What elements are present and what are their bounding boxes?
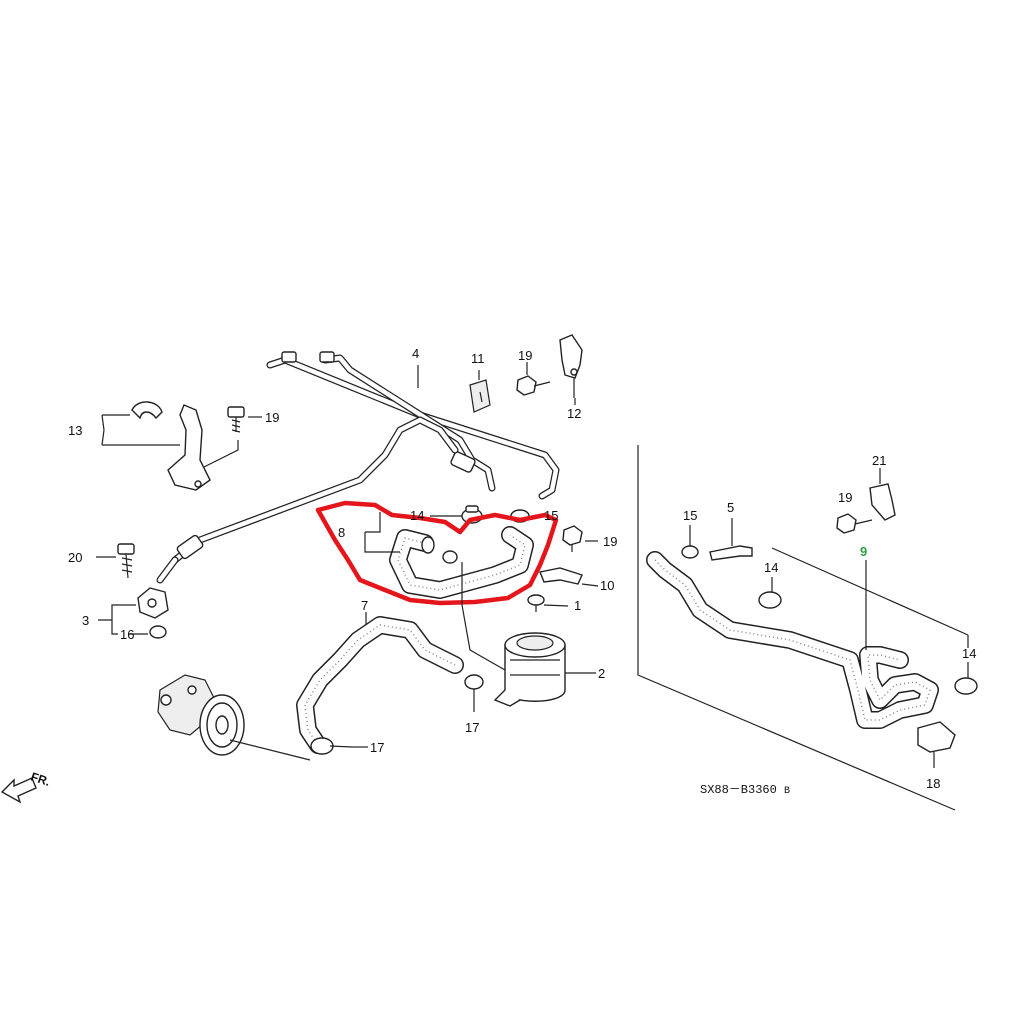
washer-16 [149,625,167,639]
callout-4: 4 [412,346,419,361]
bracket-13 [131,401,211,491]
pressure-line-4 [266,351,560,500]
bracket-10 [539,567,583,585]
reservoir-2 [493,632,566,707]
callout-10: 10 [600,578,614,593]
highlight-outline [315,500,559,606]
callout-14c: 14 [962,646,976,661]
fitting-5 [709,518,753,561]
bolt-20 [117,543,135,579]
callout-12: 12 [567,406,581,421]
bracket-21 [869,468,896,521]
fitting-3 [137,587,169,619]
supply-hose-7 [296,616,464,754]
callout-18: 18 [926,776,940,791]
drawing-code: SX88－B3360 B [700,783,790,797]
bracket-12 [559,334,583,398]
clamp-18 [917,721,956,768]
power-steering-pump [157,674,245,756]
callout-15b: 15 [544,508,558,523]
callout-13: 13 [68,423,82,438]
callout-17b: 17 [370,740,384,755]
clamp-15-right [681,525,699,559]
clamp-14-right-a [758,577,782,609]
return-hose-8 [389,526,534,599]
callout-17a: 17 [465,720,479,735]
leader-lines-left [96,362,599,761]
callout-16: 16 [120,627,134,642]
callout-5: 5 [727,500,734,515]
inset-border [637,445,969,811]
callout-15a: 15 [683,508,697,523]
callout-1: 1 [574,598,581,613]
callout-19d: 19 [838,490,852,505]
pressure-hose-long [156,416,459,584]
callout-21: 21 [872,453,886,468]
callout-9: 9 [860,544,867,559]
callout-8: 8 [338,525,345,540]
callout-19b: 19 [518,348,532,363]
callout-2: 2 [598,666,605,681]
bolt-19-far-right [836,513,873,534]
clip-11 [469,379,491,413]
callout-14a: 14 [410,508,424,523]
front-direction-arrow [0,777,37,804]
callout-3: 3 [82,613,89,628]
callout-14b: 14 [764,560,778,575]
fr-label: FR. [29,770,52,789]
clamp-center [442,550,458,564]
cooler-hose-9 [646,551,939,729]
bolt-19-right [562,525,583,552]
callout-7: 7 [361,598,368,613]
clamp-17-bottom [310,737,353,755]
callout-labels: 1 2 3 4 5 7 8 9 10 11 12 13 14 14 14 15 … [29,346,976,797]
grommet-1 [527,594,545,612]
callout-19a: 19 [265,410,279,425]
clamp-14-right-b [954,635,978,695]
bolt-19-top [516,375,551,396]
callout-20: 20 [68,550,82,565]
bolt-19-left [227,406,245,433]
clamp-17-middle [464,674,484,712]
callout-19c: 19 [603,534,617,549]
callout-11: 11 [471,351,485,366]
